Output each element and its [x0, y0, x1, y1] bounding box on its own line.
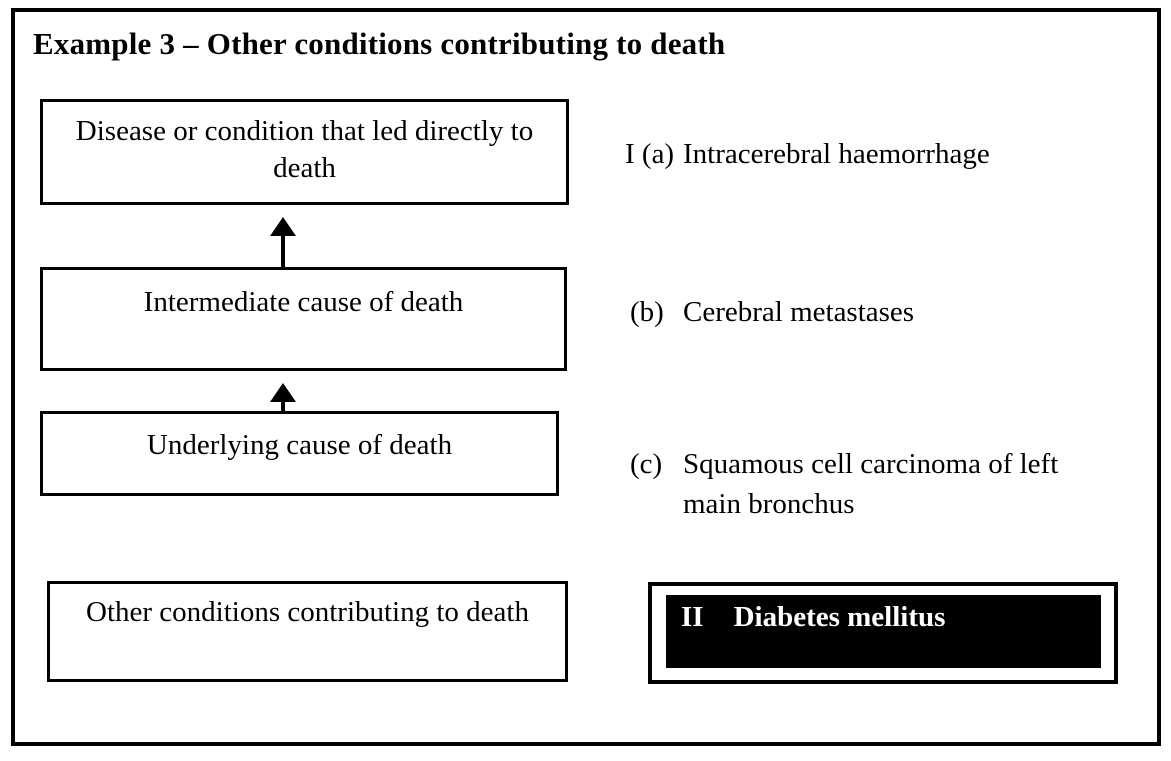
entry-1b-marker: (b): [630, 296, 664, 328]
part2-text: Diabetes mellitus: [733, 601, 946, 633]
flow-box-direct-cause-label: Disease or condition that led directly t…: [75, 115, 534, 184]
flow-box-intermediate-cause: Intermediate cause of death: [40, 267, 567, 371]
certificate-entry-1a: I (a) Intracerebral haemorrhage: [625, 134, 1125, 174]
arrow-stem: [281, 236, 285, 267]
certificate-part2-highlight: II Diabetes mellitus: [666, 595, 1101, 668]
flow-box-other-conditions: Other conditions contributing to death: [47, 581, 568, 682]
entry-1c-marker: (c): [630, 448, 663, 480]
flow-box-intermediate-cause-label: Intermediate cause of death: [143, 286, 464, 318]
certificate-part2-box: II Diabetes mellitus: [648, 582, 1118, 684]
arrow-stem: [281, 402, 285, 412]
flow-box-underlying-cause: Underlying cause of death: [40, 411, 559, 496]
entry-1b-text: Cerebral metastases: [683, 296, 915, 328]
certificate-entry-1b: (b) Cerebral metastases: [630, 292, 1130, 332]
part2-marker: II: [681, 601, 704, 633]
flow-box-underlying-cause-label: Underlying cause of death: [146, 429, 453, 461]
certificate-entry-1c: (c) Squamous cell carcinoma of left main…: [630, 444, 1090, 524]
entry-1a-marker: I (a): [625, 138, 675, 170]
flow-box-direct-cause: Disease or condition that led directly t…: [40, 99, 569, 205]
flow-box-other-conditions-label: Other conditions contributing to death: [86, 596, 529, 628]
entry-1c-text: Squamous cell carcinoma of left main bro…: [683, 448, 1059, 520]
entry-1a-text: Intracerebral haemorrhage: [683, 138, 990, 170]
arrow-head: [270, 217, 296, 236]
diagram-title: Example 3 – Other conditions contributin…: [33, 26, 726, 61]
arrow-up-icon: [270, 217, 296, 267]
arrow-head: [270, 383, 296, 402]
arrow-up-icon: [270, 383, 296, 412]
